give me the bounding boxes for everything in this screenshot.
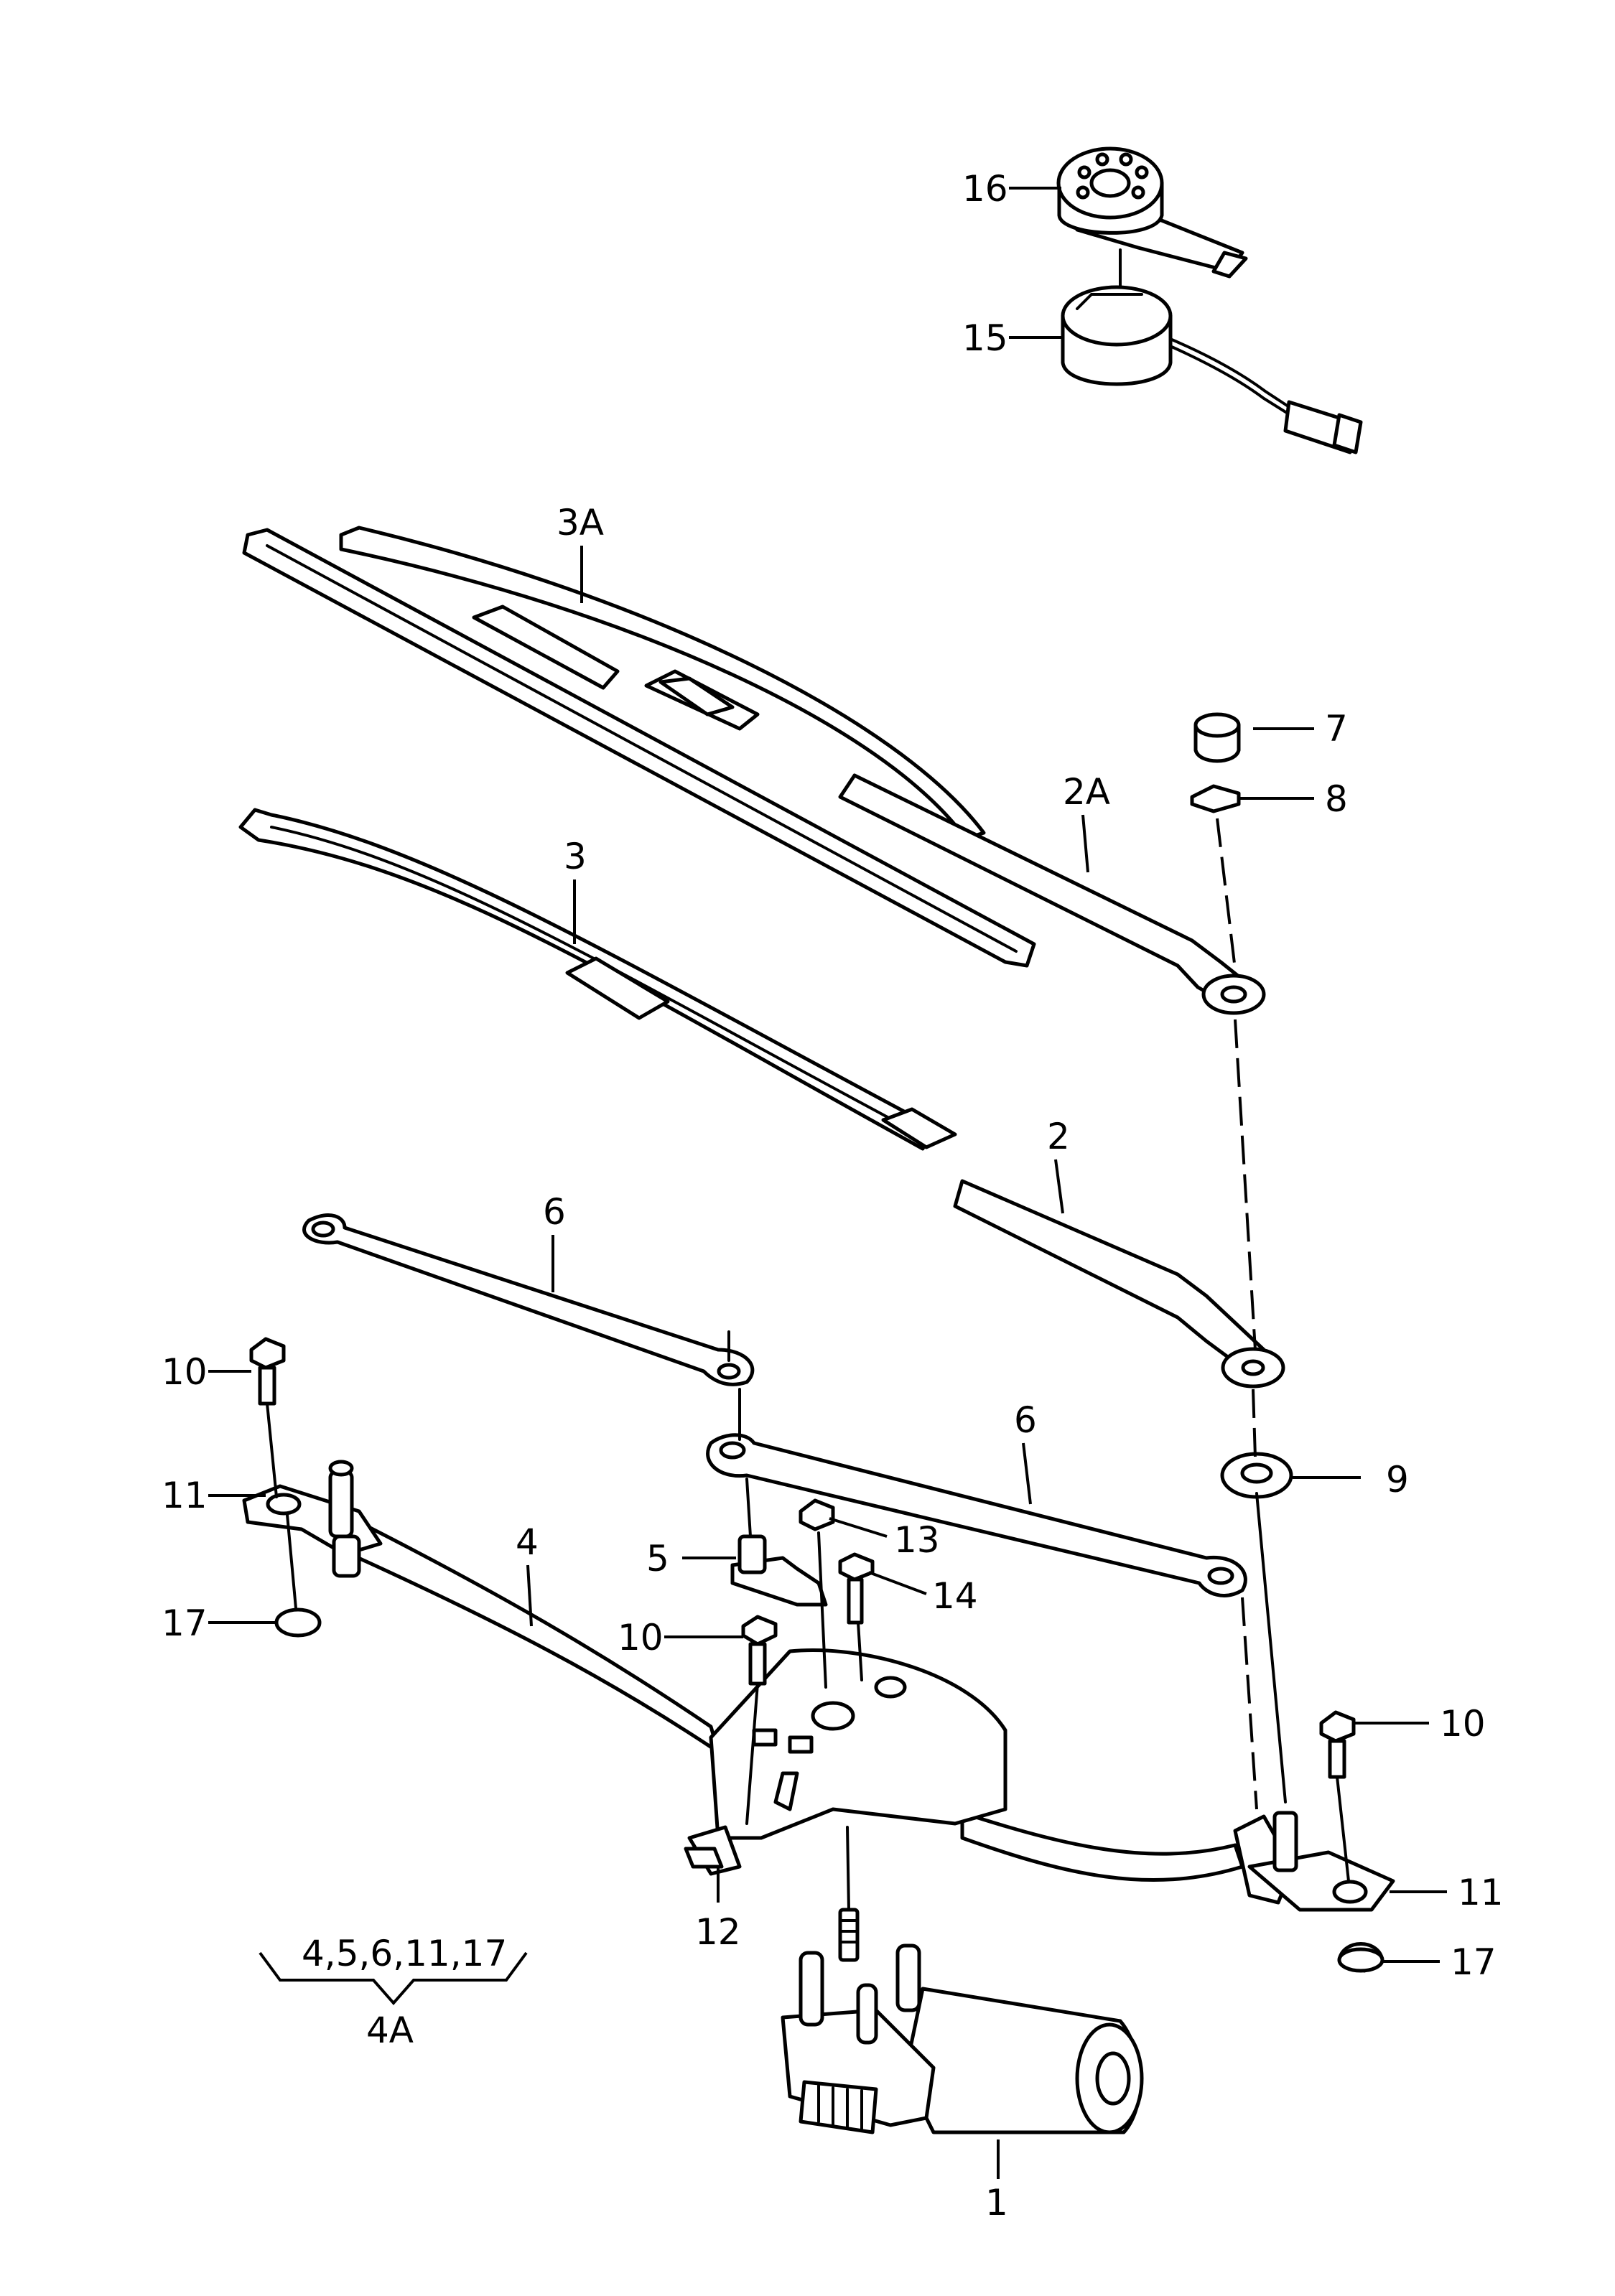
callout-9: 9: [1386, 1459, 1409, 1501]
switch-knob-part-16: [1056, 146, 1248, 279]
wiper-arm-part-2A: [838, 773, 1266, 1015]
clip-part-12: [684, 1847, 724, 1869]
callout-17-left: 17: [162, 1602, 208, 1644]
callout-5: 5: [646, 1538, 669, 1579]
callout-13: 13: [894, 1519, 940, 1561]
callout-16: 16: [962, 168, 1008, 210]
callout-1: 1: [985, 2182, 1008, 2223]
wiper-blade-part-3A: [242, 526, 1036, 968]
cap-part-7: [1193, 712, 1241, 763]
callout-4: 4: [516, 1521, 539, 1563]
callout-10-center: 10: [618, 1617, 664, 1658]
callout-7: 7: [1325, 708, 1348, 750]
callout-17-right: 17: [1451, 1941, 1497, 1983]
bolt-part-10-right: [1319, 1710, 1356, 1779]
bracket-part-5: [730, 1534, 828, 1607]
callout-4A-group: 4,5,6,11,17: [302, 1933, 507, 1974]
plug-part-17-left: [274, 1607, 322, 1638]
callout-8: 8: [1325, 778, 1348, 820]
bolt-part-10-center: [741, 1615, 778, 1686]
nut-part-13: [799, 1498, 835, 1531]
callout-4A: 4A: [366, 2010, 414, 2051]
connecting-rod-part-6-lower: [706, 1433, 1247, 1597]
callout-10-right: 10: [1440, 1703, 1486, 1745]
wiper-arm-part-2: [953, 1179, 1285, 1389]
callout-3: 3: [564, 836, 587, 877]
connecting-rod-part-6-upper: [302, 1213, 755, 1386]
leader-lines: [208, 187, 1447, 2179]
callout-3A: 3A: [557, 502, 604, 543]
callout-14: 14: [932, 1575, 978, 1617]
callout-6-lower: 6: [1014, 1399, 1037, 1441]
callout-12: 12: [695, 1911, 741, 1953]
wiper-motor-part-1: [781, 1908, 1144, 2134]
callout-11-left: 11: [162, 1475, 208, 1516]
callout-2: 2: [1047, 1116, 1070, 1157]
bolt-part-10-left: [249, 1337, 286, 1406]
alignment-lines: [266, 818, 1350, 1911]
grommet-part-9: [1220, 1452, 1293, 1499]
switch-housing-part-15: [1061, 285, 1363, 454]
callout-15: 15: [962, 317, 1008, 359]
wiper-linkage-part-4: [242, 1460, 1395, 1912]
nut-part-8: [1190, 784, 1241, 813]
screw-part-14: [838, 1552, 875, 1625]
callout-2A: 2A: [1063, 771, 1110, 813]
callouts: 16 15 3A 2A 7 8 3 2 6 6 9 10 11 17 4 5 1…: [162, 168, 1504, 2223]
callout-11-right: 11: [1458, 1872, 1504, 1913]
wiper-blade-part-3: [238, 808, 957, 1151]
callout-6-upper: 6: [543, 1191, 566, 1233]
callout-10-left: 10: [162, 1351, 208, 1393]
plug-part-17-right: [1337, 1942, 1384, 1973]
